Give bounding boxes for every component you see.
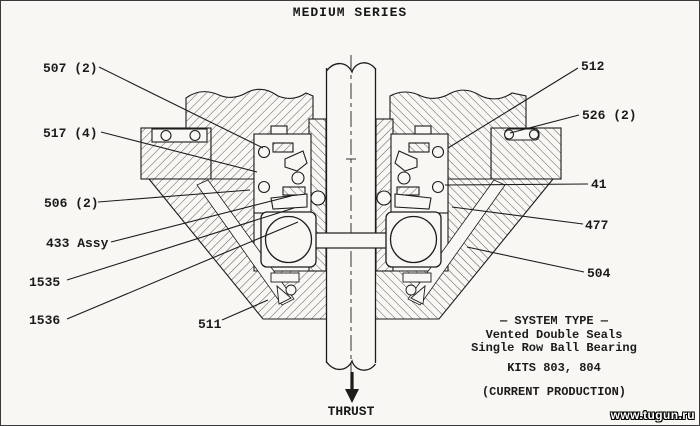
lower-seal-left xyxy=(270,272,300,305)
leader-506 xyxy=(97,189,251,203)
retainer-screw-left xyxy=(270,125,288,135)
page-title: MEDIUM SERIES xyxy=(292,5,408,20)
leader-477 xyxy=(451,206,584,225)
seal-lip-right xyxy=(394,150,418,172)
bearing-ball-left xyxy=(264,215,313,264)
leader-512 xyxy=(447,67,579,149)
shaft-break-bottom xyxy=(325,359,377,371)
left-flange xyxy=(140,127,212,180)
seal-spring-right xyxy=(397,171,411,185)
bearing-ball-right xyxy=(389,215,438,264)
callout-433: 433 Assy xyxy=(46,236,109,251)
system-type-status: (CURRENT PRODUCTION) xyxy=(481,385,627,399)
leader-517 xyxy=(100,131,258,173)
callout-507: 507 (2) xyxy=(43,61,98,76)
leader-41 xyxy=(444,183,589,186)
system-type-line2: Single Row Ball Bearing xyxy=(471,341,637,355)
callout-477: 477 xyxy=(585,218,609,233)
callout-41: 41 xyxy=(591,177,607,192)
check-ball-right xyxy=(376,190,392,206)
watermark: www.tugun.ru xyxy=(610,408,695,422)
o-ring-507-a xyxy=(160,129,172,142)
leader-1535 xyxy=(66,207,295,281)
shaft-centerline xyxy=(346,55,356,373)
callout-517: 517 (4) xyxy=(43,126,98,141)
thrust-label: THRUST xyxy=(327,404,375,419)
callout-1536: 1536 xyxy=(29,313,61,328)
system-type-kits: KITS 803, 804 xyxy=(507,360,601,375)
shaft-cross-pin xyxy=(311,232,391,249)
callout-512: 512 xyxy=(581,59,605,74)
o-ring-526-b xyxy=(528,129,540,140)
thrust-arrow-icon xyxy=(345,372,359,403)
retainer-screw-right xyxy=(414,125,432,135)
leader-1536 xyxy=(66,221,299,320)
callout-504: 504 xyxy=(587,266,611,281)
right-flange xyxy=(490,127,562,180)
seal-lip-left xyxy=(284,150,308,172)
lower-seal-right xyxy=(402,272,432,305)
seal-spring-left xyxy=(291,171,305,185)
ball-bearing-right xyxy=(385,211,442,268)
leader-433 xyxy=(110,195,292,243)
callout-506: 506 (2) xyxy=(44,196,99,211)
leader-507 xyxy=(98,66,264,149)
seal-cartridge-right xyxy=(376,125,449,214)
callout-526: 526 (2) xyxy=(582,108,637,123)
leader-511 xyxy=(221,299,269,321)
shaft-break-top xyxy=(325,62,377,74)
clearance-wedge-left xyxy=(196,179,295,306)
leader-lines xyxy=(66,66,589,321)
housing-upper-right xyxy=(389,89,527,180)
callout-1535: 1535 xyxy=(29,275,61,290)
callout-511: 511 xyxy=(198,317,222,332)
leader-504 xyxy=(466,246,585,273)
system-type-block: — SYSTEM TYPE — Vented Double Seals Sing… xyxy=(454,314,654,400)
seal-cartridge-left xyxy=(253,125,326,214)
ball-bearing-left xyxy=(260,211,317,268)
system-type-heading: — SYSTEM TYPE — xyxy=(499,314,609,328)
system-type-line1: Vented Double Seals xyxy=(485,327,623,342)
o-ring-526-a xyxy=(503,129,515,140)
check-ball-left xyxy=(310,190,326,206)
leader-526 xyxy=(509,114,580,134)
o-ring-507-b xyxy=(189,129,201,142)
housing-upper-left xyxy=(185,88,314,180)
